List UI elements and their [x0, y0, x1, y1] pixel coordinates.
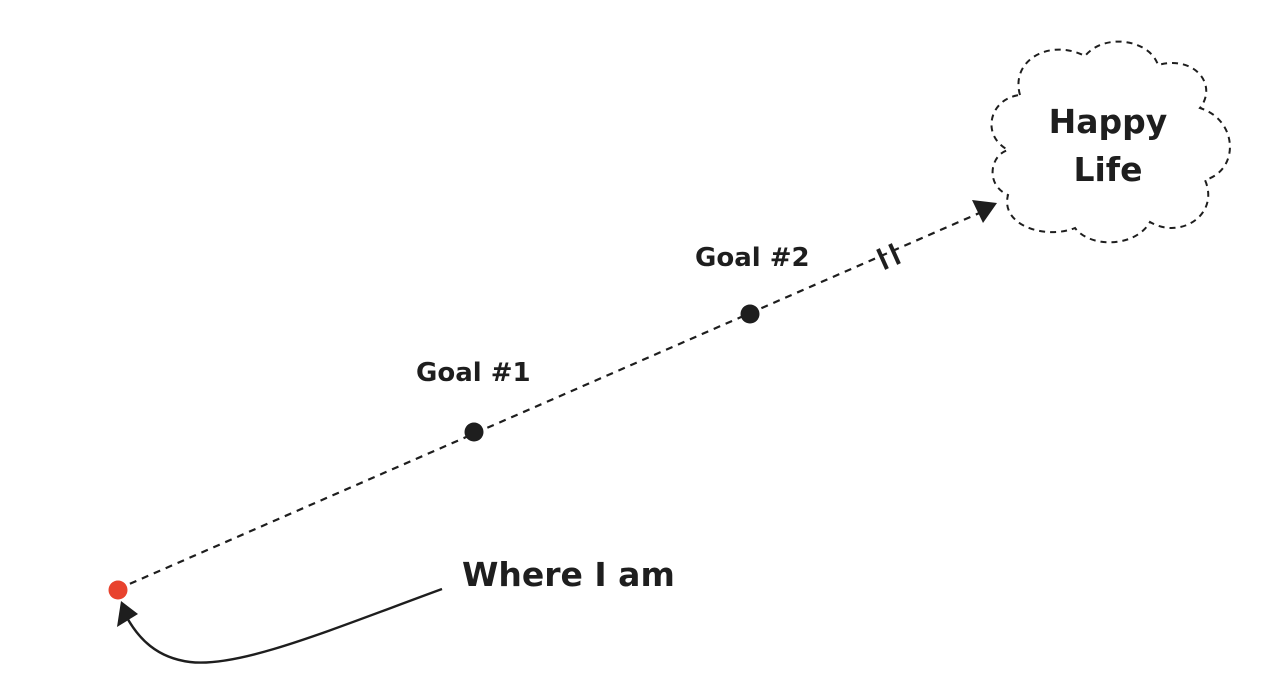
path-break-mark	[876, 243, 901, 270]
where-i-am-pointer	[122, 587, 443, 664]
start-dot	[108, 580, 128, 600]
cloud-label-line-2: Life	[1073, 150, 1143, 189]
goal-1-label: Goal #1	[416, 358, 531, 388]
path-arrowhead	[972, 200, 997, 223]
cloud-label-line-1: Happy	[1048, 102, 1168, 141]
goal-2-dot	[740, 304, 760, 324]
pointer-arrowhead	[117, 601, 138, 627]
goal-1-dot	[464, 422, 484, 442]
cloud-label: Happy Life	[1038, 98, 1178, 194]
happy-life-cloud	[990, 40, 1231, 244]
where-i-am-label: Where I am	[462, 555, 675, 594]
dashed-path	[117, 209, 985, 591]
goal-2-label: Goal #2	[695, 243, 810, 273]
